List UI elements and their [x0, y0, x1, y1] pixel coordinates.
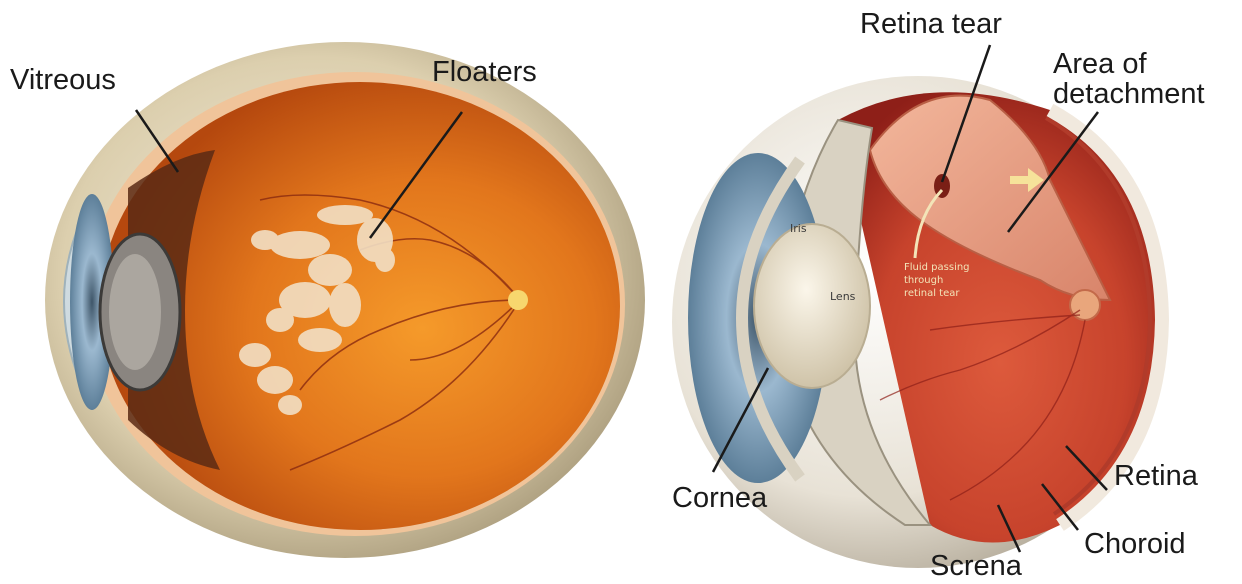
fluid-label-line3: retinal tear: [904, 288, 959, 300]
left-optic-disc: [508, 290, 528, 310]
left-eye-illustration: [45, 42, 645, 558]
vitreous-label: Vitreous: [10, 66, 116, 95]
screna-label: Screna: [930, 552, 1022, 581]
retina-tear-label: Retina tear: [860, 10, 1002, 39]
right-lens: [754, 224, 870, 388]
fluid-label-line1: Fluid passing: [904, 262, 970, 274]
floaters-label: Floaters: [432, 58, 537, 87]
iris-inner-label: Iris: [790, 222, 807, 235]
left-lens-highlight: [109, 254, 161, 370]
cornea-label: Cornea: [672, 484, 767, 513]
fluid-label-line2: through: [904, 275, 943, 287]
retina-label: Retina: [1114, 462, 1198, 491]
choroid-label: Choroid: [1084, 530, 1186, 559]
area-of-detachment-label-line2: detachment: [1053, 80, 1205, 109]
area-of-detachment-label-line1: Area of: [1053, 50, 1147, 79]
lens-inner-label: Lens: [830, 290, 855, 303]
